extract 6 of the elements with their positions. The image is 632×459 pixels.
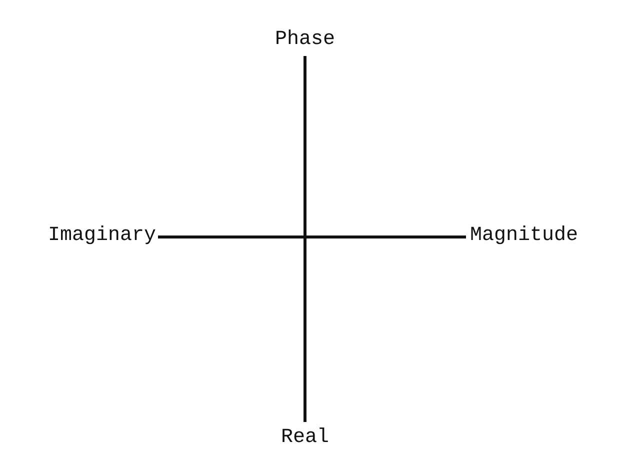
- axis-line: [304, 56, 306, 422]
- axis-label: Magnitude: [470, 224, 578, 248]
- axis-line: [158, 236, 466, 238]
- axis-label: Imaginary: [48, 224, 156, 248]
- axis-label: Phase: [274, 28, 335, 52]
- axis-label: Real: [280, 426, 329, 450]
